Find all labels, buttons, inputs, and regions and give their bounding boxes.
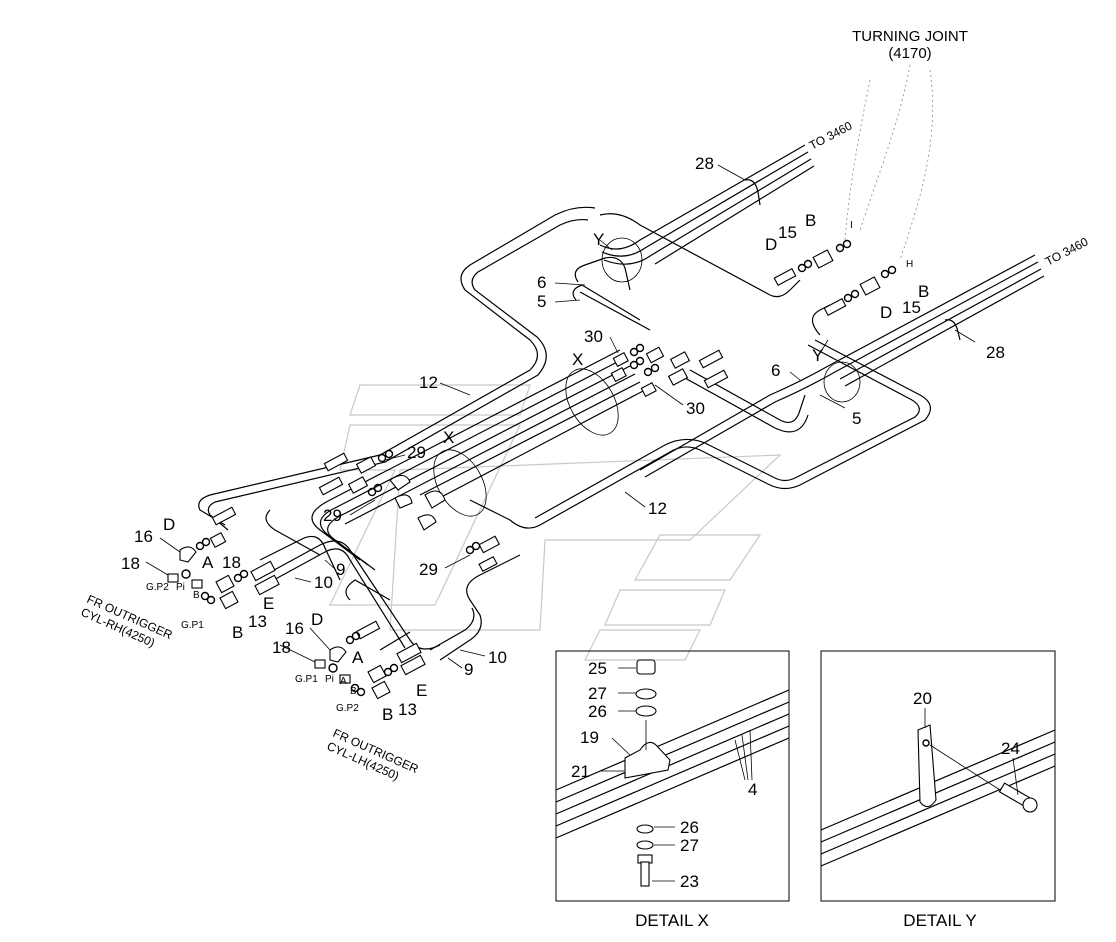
callout-d-rh: D: [163, 515, 175, 534]
fittings-30: [610, 343, 729, 398]
callout-gp2-rh: G.P2: [146, 582, 169, 593]
detail-x-title: DETAIL X: [635, 911, 709, 930]
callout-b-rh: B: [232, 623, 243, 642]
detail-x-callout-27-top: 27: [588, 684, 607, 703]
callout-b-right: B: [918, 282, 929, 301]
callout-a-rh: A: [202, 553, 214, 572]
detail-x-callout-26-bottom: 26: [680, 818, 699, 837]
detail-markers: [433, 237, 861, 517]
detail-y-drawing: [820, 708, 1056, 867]
pipe-12-lower: [469, 304, 931, 529]
callout-pi-lh: Pi: [325, 674, 334, 685]
callout-d-top: D: [765, 235, 777, 254]
turning-joint-leaders: [844, 64, 934, 261]
detail-x-frame: [555, 650, 790, 902]
detail-y-title: DETAIL Y: [903, 911, 976, 930]
callout-6-right: 6: [771, 361, 780, 380]
callout-e-lh: E: [416, 681, 427, 700]
detail-x-callout-25: 25: [588, 659, 607, 678]
detail-y-marker-1: [601, 237, 643, 283]
turning-joint-ref: (4170): [888, 45, 931, 62]
detail-x-callout-26-top: 26: [588, 702, 607, 721]
callout-b-lh: B: [382, 705, 393, 724]
detail-x-callout-4: 4: [748, 780, 757, 799]
callout-10-lower: 10: [488, 648, 507, 667]
fittings-lh-outrigger: [314, 620, 426, 700]
leader-lines: [145, 164, 976, 669]
to-3460-right: TO 3460: [1043, 234, 1091, 268]
callout-d-right: D: [880, 303, 892, 322]
callout-15-right: 15: [902, 298, 921, 317]
callout-13-lh: 13: [398, 700, 417, 719]
callout-16-rh: 16: [134, 527, 153, 546]
callout-18-lh: 18: [272, 638, 291, 657]
pipes-9-10: [259, 509, 521, 661]
detail-x-callout-21: 21: [571, 762, 590, 781]
to-3460-left: TO 3460: [807, 118, 855, 152]
callout-9-upper: 9: [336, 560, 345, 579]
callout-port-b-lh: B: [350, 686, 357, 697]
detail-y-marker-2: [823, 361, 861, 403]
callout-port-a-lh: A: [340, 676, 347, 687]
callout-y-left: Y: [593, 230, 604, 249]
callout-18-rh-right: 18: [222, 553, 241, 572]
callout-16-lh: 16: [285, 619, 304, 638]
callout-30-lower: 30: [686, 399, 705, 418]
callout-12-left: 12: [419, 373, 438, 392]
detail-y-frame: [820, 650, 1056, 902]
callout-gp1-lh: G.P1: [295, 674, 318, 685]
pipe-12-upper: [198, 206, 801, 531]
callout-x-upper: X: [572, 350, 583, 369]
callout-5-upper: 5: [537, 292, 546, 311]
callout-28-upper: 28: [695, 154, 714, 173]
fittings-rh-outrigger: [167, 506, 280, 610]
callout-5-right: 5: [852, 409, 861, 428]
callout-i: I: [850, 220, 853, 231]
callout-pi-rh: Pi: [176, 582, 185, 593]
clamps-28: [744, 179, 961, 341]
callout-h: H: [906, 259, 913, 270]
callout-13-rh: 13: [248, 612, 267, 631]
detail-x-callout-27-bottom: 27: [680, 836, 699, 855]
callout-29-upper: 29: [407, 443, 426, 462]
callout-29-lower: 29: [419, 560, 438, 579]
detail-x-callout-23: 23: [680, 872, 699, 891]
detail-x-callout-19: 19: [580, 728, 599, 747]
callout-29-middle: 29: [323, 506, 342, 525]
callout-a-lh: A: [352, 648, 364, 667]
watermark-logo: [329, 384, 782, 661]
callout-b-top: B: [805, 211, 816, 230]
detail-x-drawing: [555, 659, 790, 887]
callout-d-lh: D: [311, 610, 323, 629]
callout-e-rh: E: [263, 594, 274, 613]
callout-x-center: X: [443, 428, 454, 447]
detail-y-callout-20: 20: [913, 689, 932, 708]
callout-10-upper: 10: [314, 573, 333, 592]
callout-15-top: 15: [778, 223, 797, 242]
turning-joint-label: TURNING JOINT: [852, 28, 968, 45]
callout-30-upper: 30: [584, 327, 603, 346]
detail-x-marker-1: [565, 368, 619, 436]
callout-y-right: Y: [812, 346, 823, 365]
callout-28-right: 28: [986, 343, 1005, 362]
fittings-29: [318, 449, 501, 573]
callout-12-right: 12: [648, 499, 667, 518]
pipe-bundle-main: [311, 349, 646, 571]
detail-y-callout-24: 24: [1001, 739, 1020, 758]
callout-9-lower: 9: [464, 660, 473, 679]
callout-6-upper: 6: [537, 273, 546, 292]
callout-gp2-lh: G.P2: [336, 703, 359, 714]
fittings-turning-joint: [773, 239, 897, 316]
callout-gp1-rh: G.P1: [181, 620, 204, 631]
pipe-bundle-upper-right: [639, 254, 1045, 478]
callout-18-rh-left: 18: [121, 554, 140, 573]
callout-port-b-rh: B: [193, 590, 200, 601]
